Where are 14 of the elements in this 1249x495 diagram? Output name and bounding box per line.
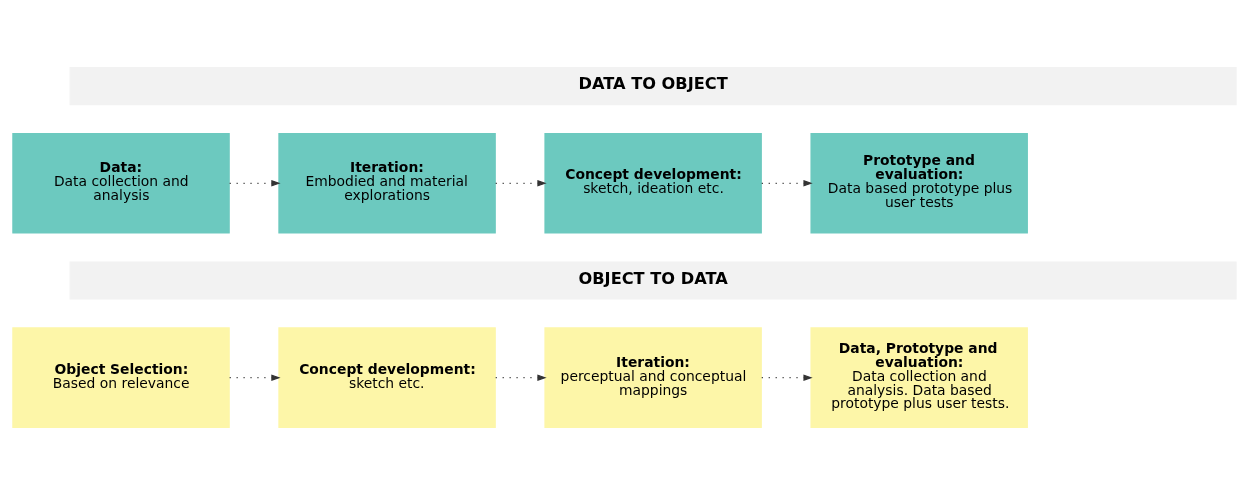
arrow [495, 374, 547, 381]
node-box: Concept development: sketch etc. [278, 327, 496, 428]
node-box: Prototype and evaluation: Data based prototype plus user tests [810, 133, 1028, 234]
node-box: Data: Data collection and analysis [12, 133, 230, 234]
arrow [761, 374, 813, 381]
arrow [495, 180, 547, 187]
arrow [229, 180, 281, 187]
node-box: Data, Prototype and evaluation: Data collection and analysis. Data based prototype plus user tests. [810, 327, 1028, 428]
arrow [761, 180, 813, 187]
node-box: Iteration: perceptual and conceptual mappings [544, 327, 762, 428]
node-box: Object Selection: Based on relevance [12, 327, 230, 428]
node-box: Concept development: sketch, ideation etc. [544, 133, 762, 234]
node-box: Iteration: Embodied and material explorations [278, 133, 496, 234]
arrow [229, 374, 281, 381]
